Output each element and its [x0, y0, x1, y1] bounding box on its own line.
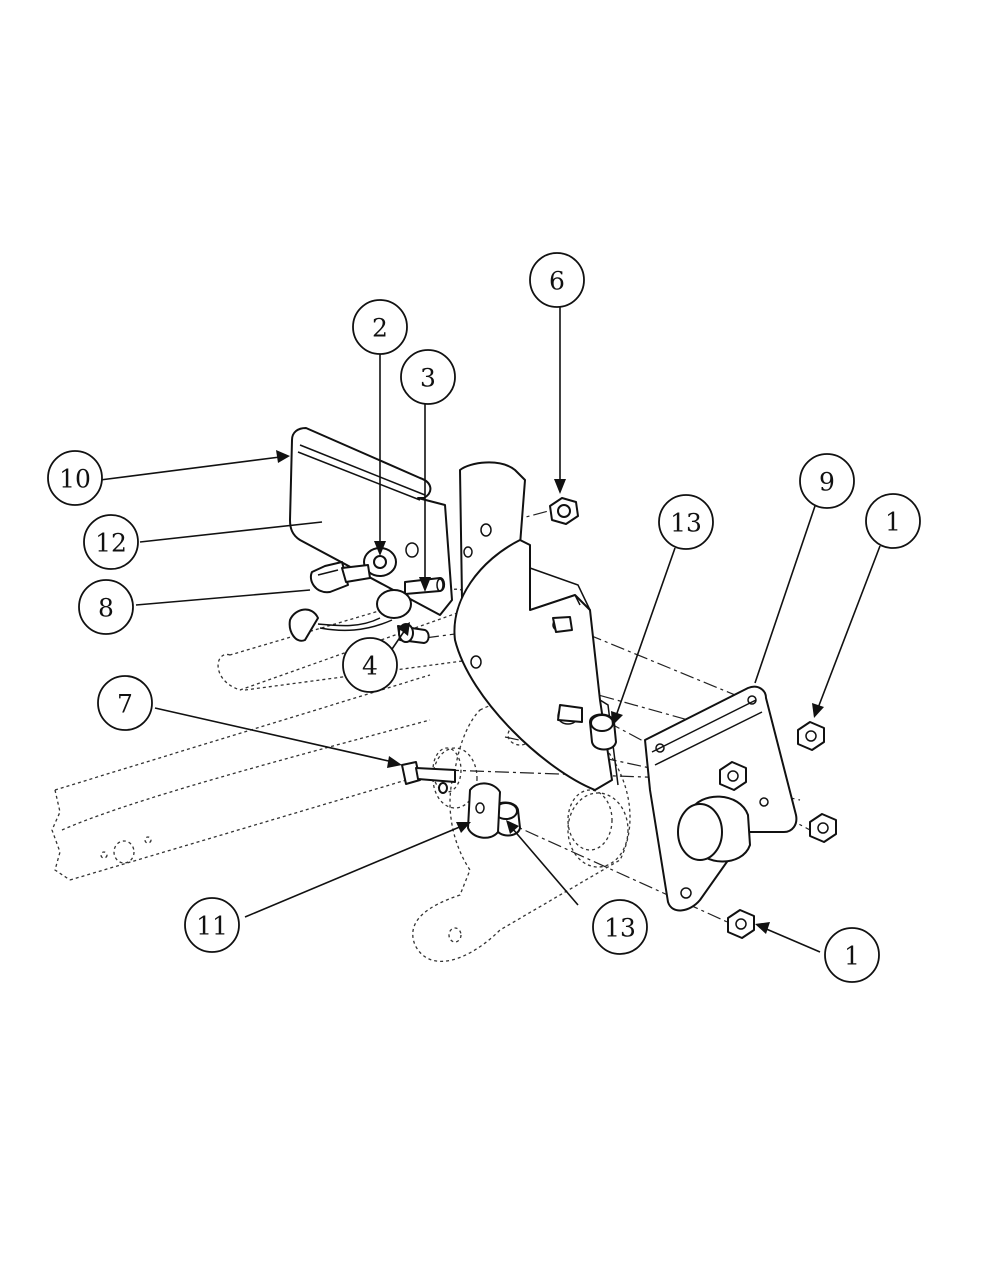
- nut-item-6: [549, 497, 579, 525]
- leader-lines: [99, 305, 881, 953]
- callout-12: 12: [83, 514, 139, 570]
- quick-release-pin-item-4: [288, 589, 430, 644]
- callout-2-label: 2: [372, 314, 388, 343]
- callout-13-upper: 13: [658, 494, 714, 550]
- callout-2: 2: [352, 299, 408, 355]
- callout-13-lower-label: 13: [604, 914, 636, 943]
- callout-1-lower-label: 1: [844, 942, 860, 971]
- main-bracket: [453, 461, 619, 791]
- callout-1-lower: 1: [824, 927, 880, 983]
- callout-11: 11: [184, 897, 240, 953]
- callout-3: 3: [400, 349, 456, 405]
- callout-8: 8: [78, 579, 134, 635]
- knob-bolt-item-8: [310, 561, 371, 594]
- bracket-studs: [552, 616, 583, 723]
- callout-3-label: 3: [420, 364, 436, 393]
- callout-9-label: 9: [819, 468, 835, 497]
- callout-12-label: 12: [95, 529, 127, 558]
- callout-1-upper: 1: [865, 493, 921, 549]
- callout-10: 10: [47, 450, 103, 506]
- callout-4: 4: [342, 637, 398, 693]
- side-plate-item-9: [644, 685, 798, 912]
- callout-6: 6: [529, 252, 585, 308]
- callout-1-upper-label: 1: [885, 508, 901, 537]
- back-plate: [289, 427, 453, 616]
- callout-4-label: 4: [362, 652, 378, 681]
- callout-10-label: 10: [59, 465, 91, 494]
- callout-13-lower: 13: [592, 899, 648, 955]
- lock-nuts-item-1: [719, 721, 837, 939]
- callout-8-label: 8: [98, 594, 114, 623]
- callout-6-label: 6: [549, 267, 565, 296]
- callout-13-upper-label: 13: [670, 509, 702, 538]
- callout-9: 9: [799, 453, 855, 509]
- spacer-item-13-upper: [589, 713, 617, 751]
- bolt-item-7: [401, 761, 456, 794]
- callout-7-label: 7: [117, 690, 133, 719]
- callout-11-label: 11: [196, 912, 228, 941]
- callout-7: 7: [97, 675, 153, 731]
- ear-plate-item-11: [467, 782, 501, 839]
